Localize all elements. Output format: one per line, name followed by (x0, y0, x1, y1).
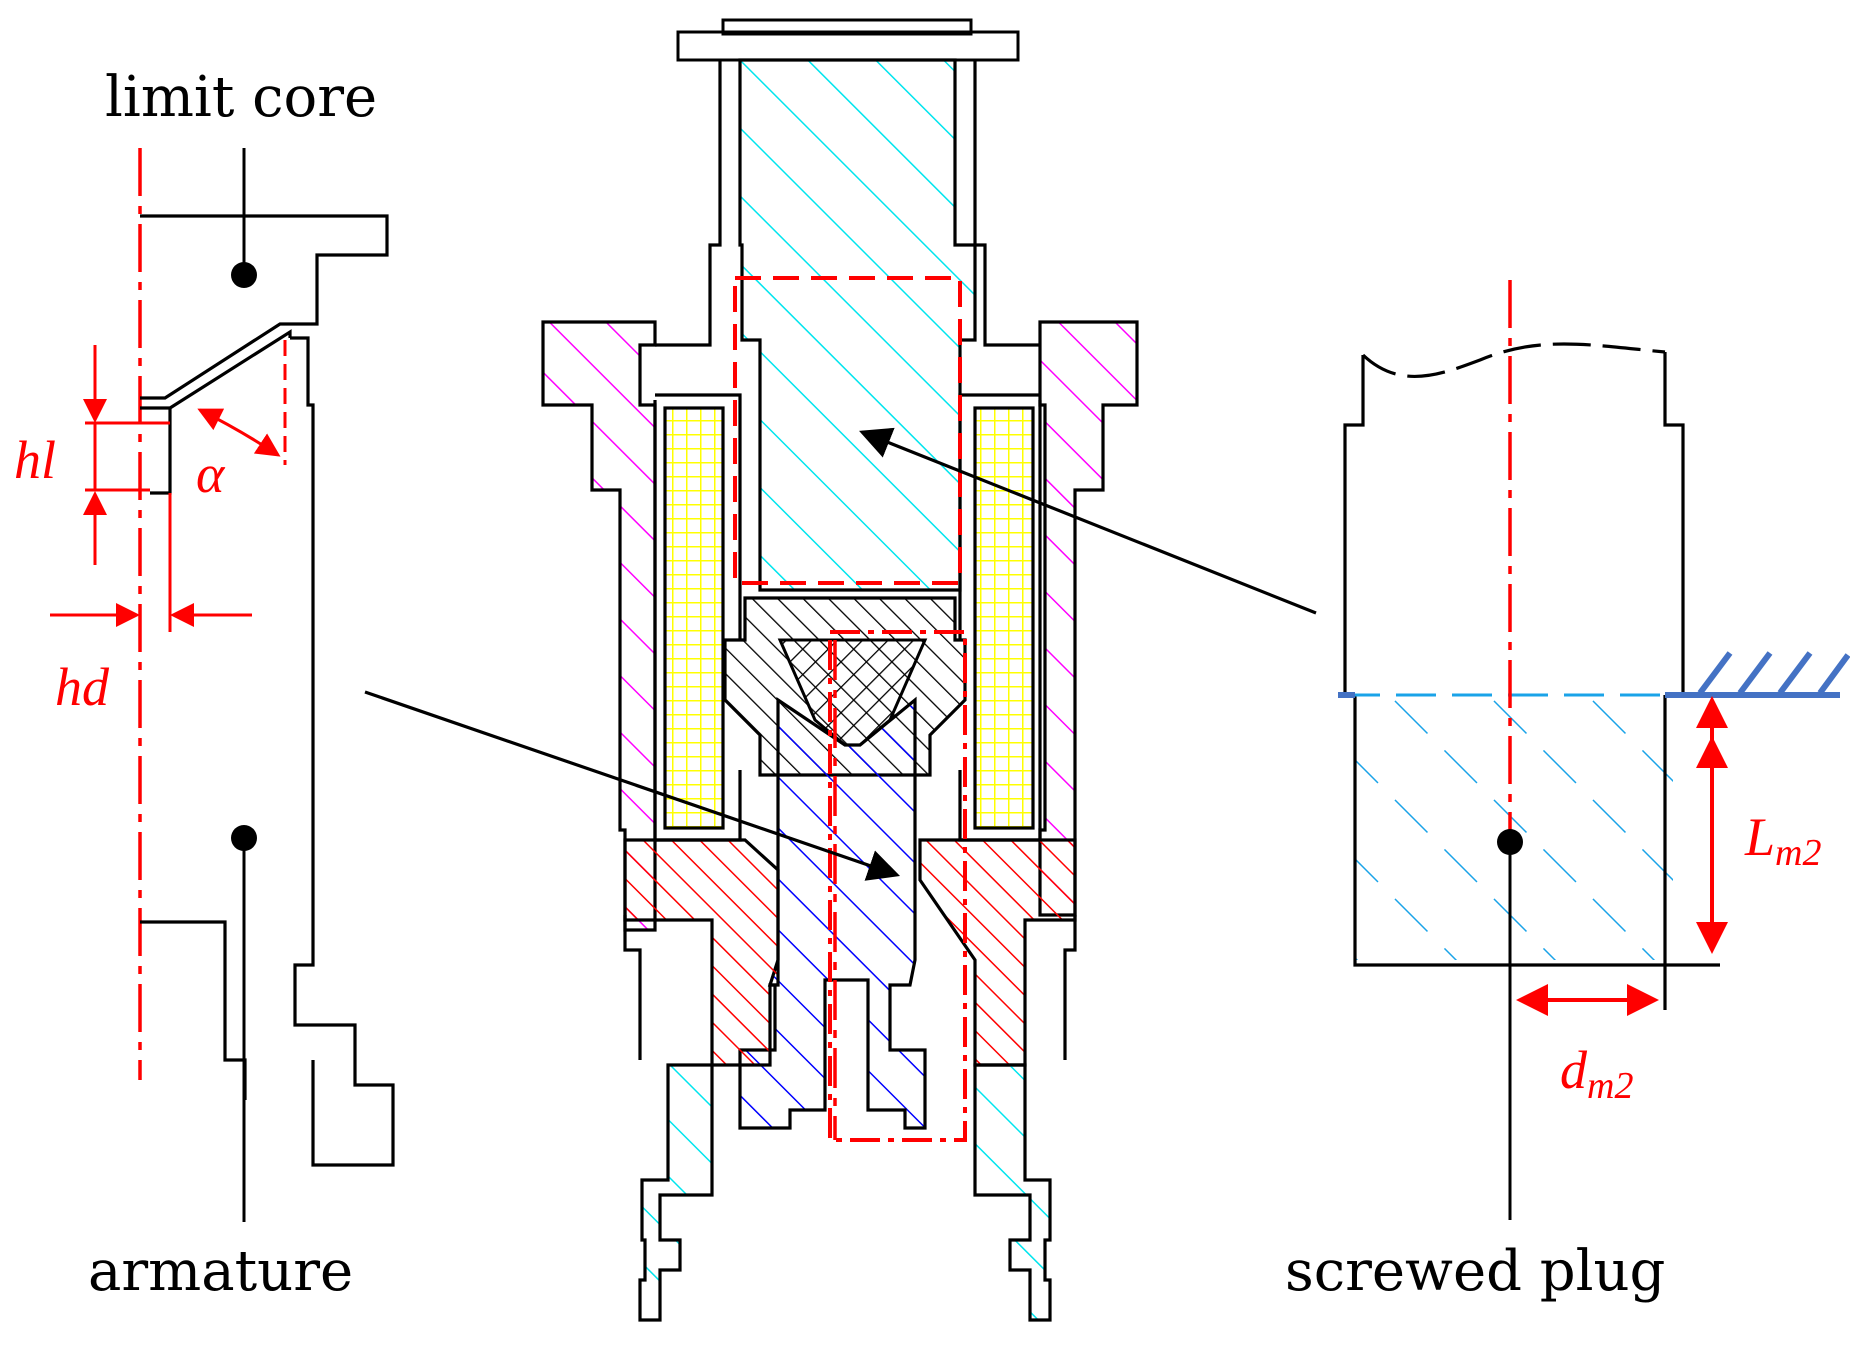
symbol-d-sub: m2 (1587, 1065, 1633, 1107)
coil-left (663, 406, 725, 830)
plug-break-line (1361, 342, 1666, 378)
plug-pointer-arrow (859, 427, 1317, 615)
symbol-d-main: d (1560, 1040, 1588, 1100)
coil-right (973, 406, 1035, 830)
label-armature: armature (88, 1239, 353, 1304)
symbol-hd: hd (55, 657, 110, 717)
symbol-alpha: α (196, 444, 226, 504)
stem-tube-left (655, 60, 722, 347)
plug-lower-hatch (1355, 695, 1673, 960)
top-cap-ring (721, 18, 973, 36)
symbol-d: dm2 (1560, 1040, 1633, 1107)
plug-body-outline-right (1663, 352, 1685, 695)
armature-step (150, 408, 172, 495)
housing-right (1038, 320, 1139, 917)
top-cap (676, 30, 1020, 62)
symbol-L-sub: m2 (1775, 832, 1821, 874)
plug-body-outline (1343, 355, 1365, 695)
plug-region-box (828, 630, 967, 1142)
plug-lower-outline (1353, 695, 1720, 967)
symbol-L-main: L (1744, 807, 1775, 867)
nozzle-left (638, 1063, 714, 1322)
ground-hatch (1697, 651, 1850, 695)
nozzle-right (973, 1063, 1052, 1322)
pole-piece (738, 58, 977, 592)
armature-lower-outline (140, 920, 247, 1100)
left-detail: limit core armature hl α hd (14, 65, 395, 1304)
housing-base-right (1063, 915, 1077, 1060)
push-rod (738, 696, 927, 1130)
valve-seat-right (918, 838, 1077, 1067)
armature-dot (231, 825, 257, 851)
limit-core-chamfer-inner (140, 329, 292, 410)
valve-seat-left (623, 838, 780, 1067)
stem-tube-right (973, 60, 1040, 347)
screwed-plug-dot (1497, 829, 1523, 855)
symbol-hl: hl (14, 430, 56, 490)
armature-outline (290, 336, 395, 1167)
armature-pointer-arrow (364, 690, 901, 881)
limit-core-dot (231, 262, 257, 288)
housing-inner-left (655, 393, 742, 640)
limit-core-outline (140, 214, 389, 400)
alpha-arc (197, 408, 281, 457)
symbol-L: Lm2 (1744, 807, 1822, 874)
valve-cross-section (541, 18, 1139, 1322)
right-detail: Lm2 dm2 screwed plug (1285, 280, 1850, 1304)
label-screwed-plug: screwed plug (1285, 1239, 1665, 1304)
label-limit-core: limit core (105, 65, 377, 130)
housing-base-left (623, 915, 642, 1060)
